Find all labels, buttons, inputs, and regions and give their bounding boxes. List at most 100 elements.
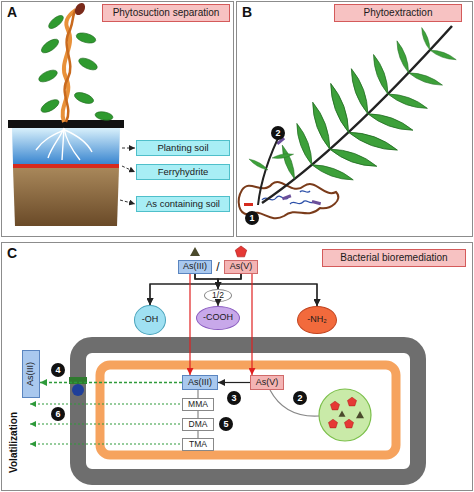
fern-leaflets bbox=[293, 122, 315, 166]
panel-title: Bacterial bioremediation bbox=[322, 249, 466, 267]
storage-line bbox=[270, 390, 319, 416]
node-text: MMA bbox=[188, 400, 208, 409]
node-text: As(V) bbox=[256, 378, 279, 387]
connector bbox=[218, 274, 241, 289]
storage-vesicle bbox=[330, 401, 339, 410]
volatilization-arrow bbox=[30, 423, 180, 424]
plant-leaves bbox=[94, 110, 113, 121]
callout-number: 6 bbox=[51, 407, 65, 421]
label-text: Volatilization bbox=[8, 412, 19, 473]
layer-label: Planting soil bbox=[136, 140, 230, 156]
node-text: 1/2 bbox=[212, 291, 224, 300]
label-text: 1 bbox=[249, 213, 254, 223]
node-text: As containing soil bbox=[146, 199, 220, 209]
connector bbox=[40, 382, 182, 383]
group-circle: -OH bbox=[134, 305, 166, 335]
cell-wall bbox=[78, 345, 418, 477]
connector bbox=[150, 274, 241, 305]
plant-leaves bbox=[75, 31, 97, 45]
fern-leaflets bbox=[279, 144, 297, 180]
plant-leaves bbox=[39, 37, 61, 56]
node-text: B bbox=[242, 5, 252, 20]
fern-stem bbox=[258, 26, 452, 205]
fern-leaflets bbox=[309, 101, 334, 151]
storage-vesicle bbox=[339, 411, 346, 417]
label-text: 4 bbox=[55, 365, 60, 375]
label-text: 2 bbox=[297, 393, 302, 403]
plant-roots bbox=[48, 128, 64, 158]
fern-leaflets bbox=[347, 128, 399, 154]
volatilization-arrow bbox=[30, 404, 180, 444]
plant-bud bbox=[73, 1, 87, 17]
storage-vesicle bbox=[347, 397, 356, 406]
node-text: Phytosuction separation bbox=[113, 8, 220, 19]
node-text: -NH₂ bbox=[307, 315, 327, 324]
methyl-box: DMA bbox=[182, 418, 214, 431]
panel-frame: A Phytosuction separationPlanting soilFer… bbox=[2, 2, 233, 236]
storage-vesicle bbox=[319, 389, 371, 441]
connector bbox=[197, 431, 198, 438]
fern-roots bbox=[282, 194, 291, 200]
connector bbox=[197, 390, 198, 398]
fern-leaflets bbox=[394, 40, 411, 74]
label-text: / bbox=[216, 260, 219, 274]
layer-label: Ferryhydrite bbox=[136, 164, 230, 180]
callout-number: 1 bbox=[245, 211, 259, 225]
storage-vesicle bbox=[319, 389, 371, 441]
plant-leaves bbox=[39, 97, 61, 115]
plant-leaves bbox=[73, 90, 95, 105]
panel-frame: B Phytoextraction bbox=[237, 2, 472, 236]
cell-wall bbox=[100, 365, 396, 455]
plant-leaves bbox=[37, 68, 59, 85]
methyl-box: MMA bbox=[182, 398, 214, 411]
node-text: Ferryhydrite bbox=[158, 167, 209, 177]
node-text: C bbox=[7, 246, 17, 261]
fern-leaflets bbox=[328, 145, 378, 170]
fern-leaflets bbox=[326, 82, 352, 134]
pot bbox=[13, 168, 119, 226]
efflux-pump bbox=[69, 377, 87, 396]
node-text: -OH bbox=[142, 315, 159, 324]
plant-leaves bbox=[47, 13, 66, 31]
plant-roots bbox=[36, 128, 92, 160]
callout-number: 2 bbox=[271, 126, 285, 140]
connector bbox=[195, 274, 218, 289]
pot bbox=[12, 128, 120, 164]
species-box: As(III) bbox=[178, 260, 212, 274]
species-box: As(III) bbox=[182, 375, 218, 390]
plant-stem bbox=[65, 10, 76, 122]
fern-roots bbox=[300, 191, 310, 193]
node-text: TMA bbox=[189, 440, 207, 449]
node-text: -COOH bbox=[203, 313, 233, 322]
plant-roots bbox=[62, 128, 64, 160]
panel-title: Phytoextraction bbox=[334, 4, 462, 22]
fern-roots bbox=[239, 137, 339, 218]
leader-line bbox=[122, 148, 135, 149]
node-text: A bbox=[7, 5, 17, 20]
panel-title: Phytosuction separation bbox=[102, 4, 230, 22]
volatilization-label: Volatilization bbox=[6, 399, 20, 485]
efflux-pump bbox=[69, 377, 87, 384]
node-text: As(III) bbox=[188, 378, 212, 387]
node-text: As(III) bbox=[183, 262, 207, 271]
arsenic-symbol bbox=[235, 246, 246, 257]
connector bbox=[189, 274, 190, 375]
node-text: Bacterial bioremediation bbox=[340, 253, 447, 264]
fern-roots bbox=[312, 200, 321, 205]
fern-roots bbox=[244, 203, 253, 206]
connector bbox=[218, 382, 250, 383]
node-text: As(III) bbox=[26, 362, 35, 386]
node-text: As(V) bbox=[230, 262, 253, 271]
leader-line bbox=[120, 200, 135, 204]
connector bbox=[218, 274, 317, 306]
efflux-pump bbox=[72, 384, 84, 396]
node-text: Phytoextraction bbox=[364, 8, 433, 19]
ratio-oval: 1/2 bbox=[204, 289, 232, 302]
fern-leaflets bbox=[272, 152, 294, 160]
storage-vesicle bbox=[356, 411, 364, 418]
fern-leaflets bbox=[366, 110, 414, 134]
connector bbox=[195, 274, 317, 306]
leader-line bbox=[122, 166, 135, 172]
